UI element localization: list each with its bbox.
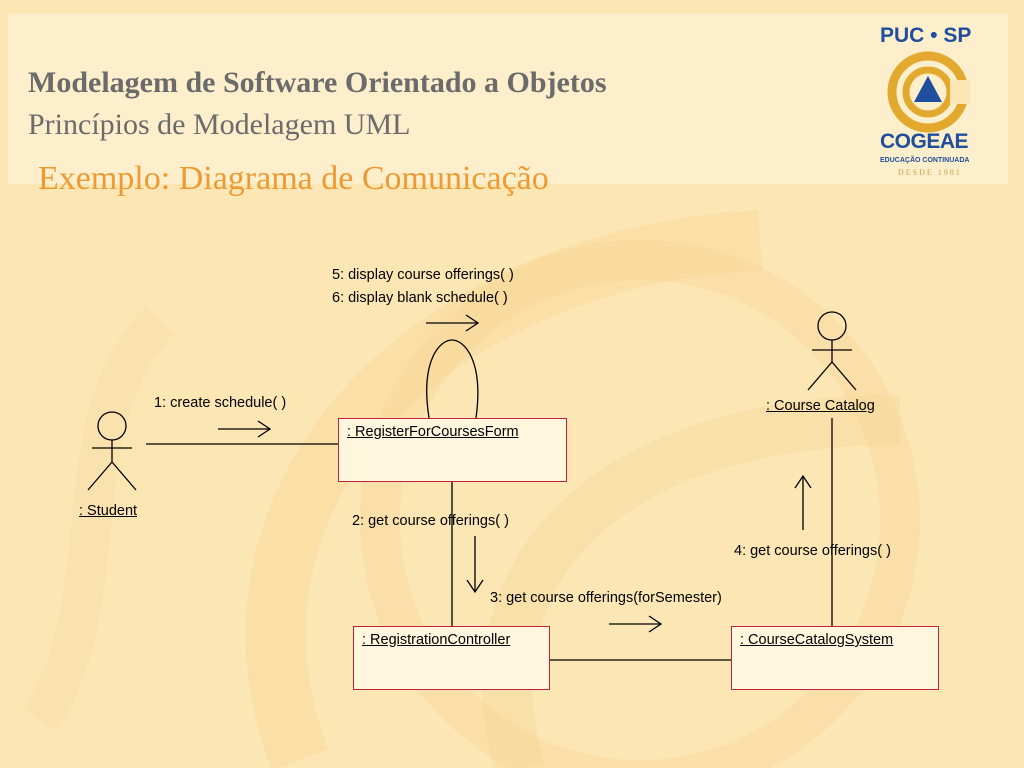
arrow-message-1 [218,420,272,438]
arrow-message-5-6 [426,314,480,332]
slide-title: Modelagem de Software Orientado a Objeto… [28,66,607,99]
course-catalog-actor-icon [807,311,857,391]
course-catalog-system-label: : CourseCatalogSystem [740,632,894,648]
message-5-label: 5: display course offerings( ) [332,267,514,283]
logo-tagline: EDUCAÇÃO CONTINUADA [880,157,970,164]
student-actor-icon [87,411,137,491]
message-1-label: 1: create schedule( ) [154,395,287,411]
register-form-label: : RegisterForCoursesForm [347,424,519,440]
student-actor-label: : Student [79,503,138,519]
header-band [8,14,1008,184]
registration-controller-label: : RegistrationController [362,632,511,648]
puc-cogeae-logo: PUC • SP COGEAE EDUCAÇÃO CONTINUADA DESD… [862,18,994,184]
message-3-label: 3: get course offerings(forSemester) [490,590,722,606]
logo-puc-sp-text: PUC • SP [880,24,972,47]
section-title: Exemplo: Diagrama de Comunicação [38,160,549,197]
slide-subtitle: Princípios de Modelagem UML [28,108,411,141]
cogeae-emblem-icon [887,51,970,133]
arrow-message-4 [794,474,812,530]
message-6-label: 6: display blank schedule( ) [332,290,508,306]
message-2-label: 2: get course offerings( ) [352,513,509,529]
course-catalog-actor-label: : Course Catalog [766,398,875,414]
self-loop-link [426,339,479,419]
logo-since: DESDE 1981 [898,168,962,177]
course-catalog-system-object[interactable]: : CourseCatalogSystem [731,626,939,690]
message-4-label: 4: get course offerings( ) [734,543,891,559]
arrow-message-3 [609,615,663,633]
register-form-object[interactable]: : RegisterForCoursesForm [338,418,567,482]
registration-controller-object[interactable]: : RegistrationController [353,626,550,690]
arrow-message-2 [466,536,484,594]
logo-cogeae-text: COGEAE [880,130,969,153]
